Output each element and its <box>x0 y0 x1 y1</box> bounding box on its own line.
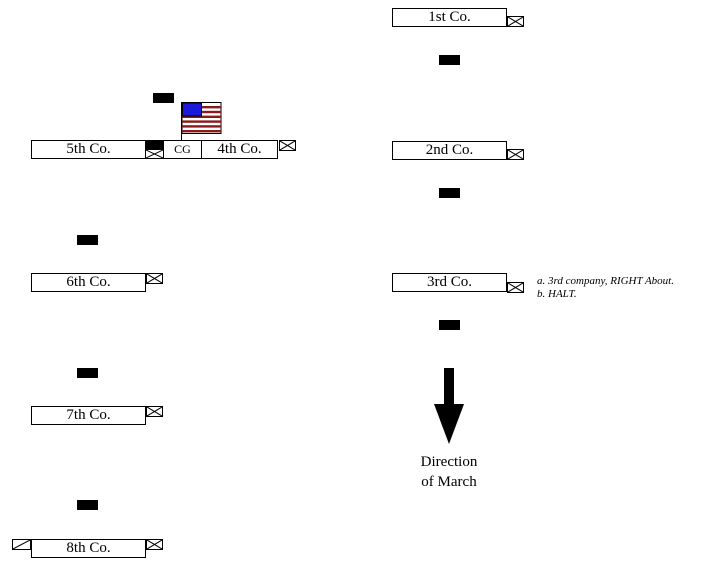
company-box-3rd: 3rd Co. <box>392 273 507 292</box>
us-flag-icon <box>181 102 222 140</box>
guidon-icon <box>507 282 524 293</box>
direction-arrow-icon <box>434 368 464 444</box>
company-box-8th: 8th Co. <box>31 539 146 558</box>
direction-label-line2: of March <box>421 474 477 490</box>
company-box-2nd: 2nd Co. <box>392 141 507 160</box>
leader-marker <box>77 235 98 245</box>
guidon-icon <box>507 16 524 27</box>
leader-marker <box>439 320 460 330</box>
note-a: a. 3rd company, RIGHT About. <box>537 275 674 287</box>
guidon-icon <box>507 149 524 160</box>
leader-marker <box>439 188 460 198</box>
guidon-icon <box>146 539 163 550</box>
company-box-1st: 1st Co. <box>392 8 507 27</box>
guidon-icon <box>145 149 164 159</box>
guidon-icon <box>279 140 296 151</box>
guidon-icon <box>146 406 163 417</box>
leader-marker <box>153 93 174 103</box>
guidon-icon <box>146 273 163 284</box>
leader-marker <box>77 368 98 378</box>
note-b: b. HALT. <box>537 288 577 300</box>
company-box-4th: 4th Co. <box>201 140 278 159</box>
guidon-icon <box>12 539 31 550</box>
leader-marker <box>77 500 98 510</box>
direction-label: Direction of March <box>400 452 498 492</box>
cg-box: CG <box>163 140 202 159</box>
direction-label-line1: Direction <box>420 454 478 470</box>
company-box-6th: 6th Co. <box>31 273 146 292</box>
fifth-co-marker-block <box>145 140 164 150</box>
company-box-7th: 7th Co. <box>31 406 146 425</box>
company-box-5th: 5th Co. <box>31 140 146 159</box>
leader-marker <box>439 55 460 65</box>
